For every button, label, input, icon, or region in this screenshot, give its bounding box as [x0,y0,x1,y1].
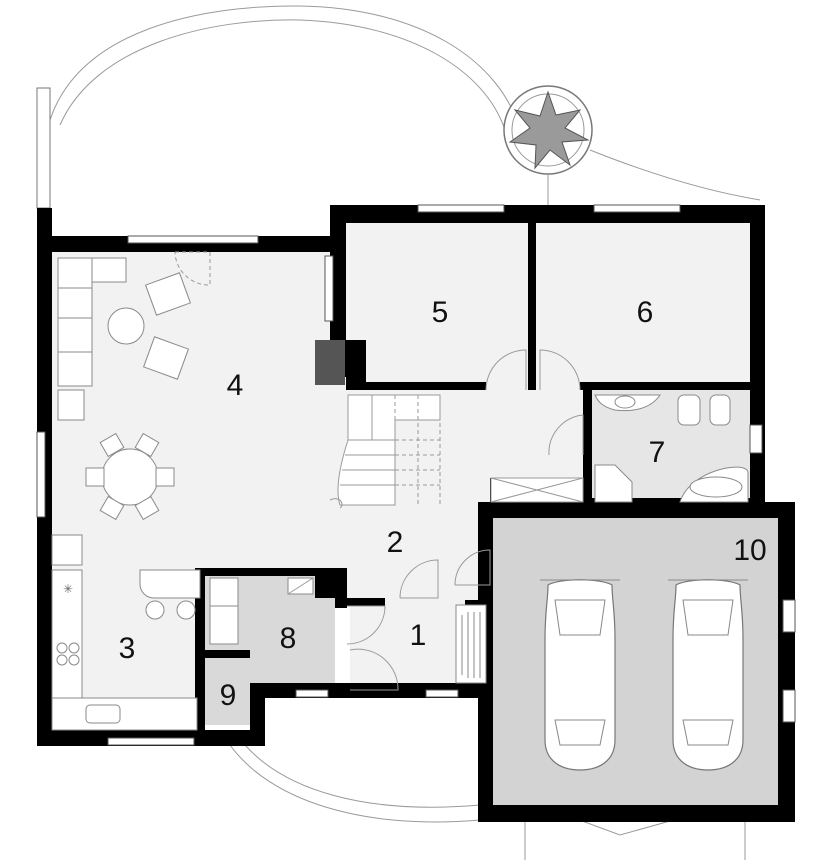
room-label-3: 3 [119,632,136,665]
room-label-7: 7 [649,436,666,469]
room-label-10: 10 [733,534,766,567]
room-label-9: 9 [220,679,237,712]
stair-icon [329,394,441,509]
room-label-6: 6 [637,296,654,329]
tree-icon [503,85,593,175]
svg-text:✳: ✳ [63,582,73,596]
room-label-1: 1 [410,619,427,652]
window-icon [36,204,796,746]
door-swing-icon [174,251,584,691]
room-label-2: 2 [387,526,404,559]
room-label-4: 4 [227,369,244,402]
bathroom-fixtures [594,394,749,503]
room-label-8: 8 [280,622,297,655]
kitchen-fixtures: ✳ [51,534,201,731]
living-furniture [57,257,192,521]
room-label-5: 5 [432,296,449,329]
room-labels: 1 2 3 4 5 6 7 8 9 10 [119,296,767,712]
utility-fixtures [209,577,487,684]
car-icon [540,579,748,771]
